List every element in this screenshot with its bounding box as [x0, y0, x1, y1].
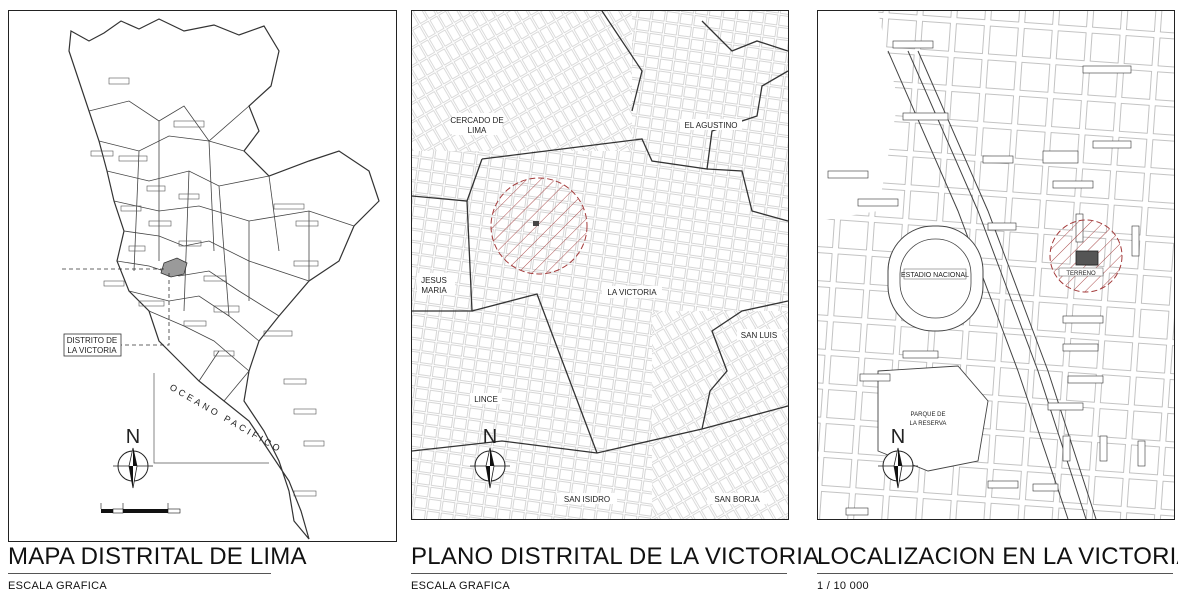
north-label: N: [126, 426, 140, 448]
label-jesus-1: JESUS: [421, 276, 447, 285]
label-san-borja: SAN BORJA: [714, 495, 760, 504]
la-victoria-district-plan: CERCADO DE LIMA EL AGUSTINO JESUS MARIA …: [412, 11, 788, 519]
caption-lima: MAPA DISTRITAL DE LIMA ESCALA GRAFICA: [8, 543, 307, 592]
park: PARQUE DE LA RESERVA: [877, 365, 989, 472]
highlight-label-box: [63, 333, 122, 357]
site-location-circle: [490, 177, 588, 275]
caption-title: MAPA DISTRITAL DE LIMA: [8, 543, 307, 570]
caption-title: PLANO DISTRITAL DE LA VICTORIA: [411, 543, 820, 570]
caption-localizacion: LOCALIZACION EN LA VICTORIA 1 / 10 000: [817, 543, 1178, 592]
lima-district-map: DISTRITO DE LA VICTORIA OCEANO PACIFICO …: [59, 18, 380, 540]
leader-lines: [59, 268, 170, 346]
north-arrow: N: [113, 426, 153, 489]
label-cercado-1: CERCADO DE: [450, 116, 503, 125]
main-avenue: [887, 50, 1097, 519]
caption-subtitle: 1 / 10 000: [817, 580, 869, 592]
highlight-label-line2: LA VICTORIA: [67, 346, 117, 355]
label-victoria: LA VICTORIA: [607, 288, 657, 297]
site-lot: [1075, 250, 1099, 266]
caption-rule: [8, 573, 271, 574]
district-names: CERCADO DE LIMA EL AGUSTINO JESUS MARIA …: [417, 113, 782, 504]
label-san-luis: SAN LUIS: [741, 331, 777, 340]
caption-la-victoria: PLANO DISTRITAL DE LA VICTORIA ESCALA GR…: [411, 543, 820, 592]
la-victoria-highlight: [160, 257, 188, 278]
caption-rule: [817, 573, 1173, 574]
lima-outline: [68, 18, 380, 540]
north-label: N: [483, 426, 497, 448]
caption-subtitle: ESCALA GRAFICA: [8, 580, 107, 592]
north-arrow: N: [878, 426, 918, 489]
label-agustino: EL AGUSTINO: [684, 121, 737, 130]
site-location-plan: ESTADIO NACIONAL PARQUE DE LA RESERVA: [818, 11, 1174, 519]
site-marker: [533, 221, 539, 226]
north-label: N: [891, 426, 905, 448]
district-boundaries: [412, 11, 788, 454]
north-arrow: N: [470, 426, 510, 489]
park-label-1: PARQUE DE: [911, 412, 946, 418]
street-label-boxes: [827, 40, 1146, 516]
highlight-label-line1: DISTRITO DE: [67, 336, 118, 345]
label-san-isidro: SAN ISIDRO: [564, 495, 610, 504]
park-label-2: LA RESERVA: [910, 421, 947, 427]
map-panel-lima: DISTRITO DE LA VICTORIA OCEANO PACIFICO …: [8, 10, 397, 542]
scale-bar: [100, 503, 181, 514]
stadium: ESTADIO NACIONAL: [887, 225, 984, 332]
stadium-label: ESTADIO NACIONAL: [901, 272, 969, 279]
caption-subtitle: ESCALA GRAFICA: [411, 580, 510, 592]
map-panel-la-victoria: CERCADO DE LIMA EL AGUSTINO JESUS MARIA …: [411, 10, 789, 520]
district-label-boxes: [90, 77, 325, 497]
ocean-label: OCEANO PACIFICO: [168, 382, 284, 455]
label-lince: LINCE: [474, 395, 498, 404]
site-location-circle: TERRENO: [1049, 219, 1123, 293]
caption-title: LOCALIZACION EN LA VICTORIA: [817, 543, 1178, 570]
caption-rule: [411, 573, 787, 574]
label-cercado-2: LIMA: [468, 126, 487, 135]
site-label: TERRENO: [1066, 271, 1096, 277]
label-jesus-2: MARIA: [421, 286, 447, 295]
map-panel-localizacion: ESTADIO NACIONAL PARQUE DE LA RESERVA: [817, 10, 1175, 520]
